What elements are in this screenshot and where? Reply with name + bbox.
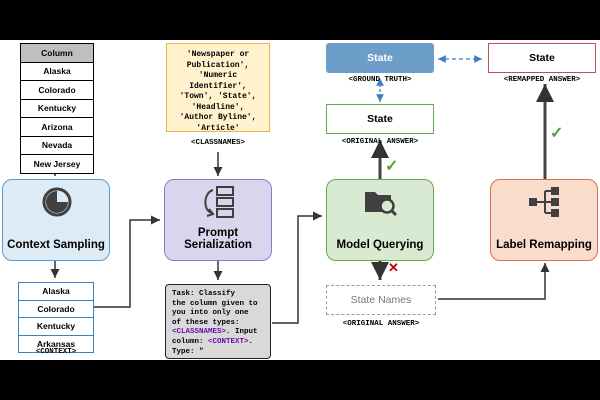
classnames-line: 'Article' xyxy=(196,123,240,133)
cross-mark: ✕ xyxy=(388,260,399,275)
column-table-row: Nevada xyxy=(21,137,93,155)
classnames-line: 'Town', 'State', xyxy=(179,92,257,101)
column-table-row: Colorado xyxy=(21,81,93,100)
original-answer-box: State xyxy=(326,104,434,134)
remapped-answer-caption: <REMAPPED ANSWER> xyxy=(503,76,581,84)
original-answer-caption: <ORIGINAL ANSWER> xyxy=(341,138,419,146)
task-text: Task: Classify the column given to you i… xyxy=(172,290,258,327)
stage-context-sampling: Context Sampling xyxy=(2,179,110,261)
arrow-task-to-model xyxy=(272,211,322,324)
classnames-caption: <CLASSNAMES> xyxy=(190,139,245,147)
list-serialize-icon xyxy=(204,186,234,218)
context-table-row: Arkansas xyxy=(36,338,76,349)
diagram-canvas: Column Alaska Colorado Kentucky Arizona … xyxy=(0,40,600,360)
check-mark: ✓ xyxy=(550,125,564,142)
classnames-line: 'Author Byline', xyxy=(179,113,257,122)
classnames-box: 'Newspaper or Publication', 'Numeric Ide… xyxy=(166,43,270,133)
column-table-row: New Jersey xyxy=(33,158,81,169)
hierarchy-icon xyxy=(529,187,559,217)
check-mark: ✓ xyxy=(385,158,399,175)
context-table-row: Colorado xyxy=(19,301,93,318)
task-text: . Type: " xyxy=(172,337,254,356)
column-table-header: Column xyxy=(21,44,93,63)
classnames-line: 'Headline', xyxy=(191,102,245,112)
connectors xyxy=(50,55,554,324)
classnames-line: Identifier', xyxy=(189,81,247,91)
column-table-row: Kentucky xyxy=(21,100,93,118)
context-table: Alaska Colorado Kentucky Arkansas xyxy=(18,282,94,353)
classnames-token: <CLASSNAMES> xyxy=(172,328,227,337)
context-token: <CONTEXT> xyxy=(208,337,249,346)
arrow-context-to-prompt xyxy=(94,215,160,308)
context-table-row: Alaska xyxy=(19,283,93,301)
state-names-box: State Names xyxy=(326,285,436,315)
column-table: Column Alaska Colorado Kentucky Arizona … xyxy=(20,43,94,174)
task-prompt-box: Task: Classify the column given to you i… xyxy=(165,284,271,359)
arrow-state-names-to-remapping xyxy=(438,263,550,300)
classnames-line: 'Numeric xyxy=(198,71,238,80)
folder-search-icon xyxy=(365,192,398,217)
classnames-line: Publication', xyxy=(186,60,250,70)
context-table-row: Kentucky xyxy=(19,318,93,336)
ground-truth-caption: <GROUND TRUTH> xyxy=(348,76,412,84)
stage-label: Prompt Serialization xyxy=(184,227,252,251)
remapped-answer-box: State xyxy=(488,43,596,73)
state-names-caption: <ORIGINAL ANSWER> xyxy=(342,320,420,328)
stage-model-querying: Model Querying xyxy=(326,179,434,261)
stage-label-remapping: Label Remapping xyxy=(490,179,598,261)
stage-label: Model Querying xyxy=(336,239,424,251)
stage-label: Context Sampling xyxy=(7,239,105,251)
task-text: . Input column: xyxy=(172,328,258,346)
stage-prompt-serialization: Prompt Serialization xyxy=(164,179,272,261)
context-caption: <CONTEXT> xyxy=(35,348,77,356)
classnames-line: 'Newspaper or xyxy=(186,50,250,59)
stage-label: Label Remapping xyxy=(496,239,592,251)
ground-truth-box: State xyxy=(326,43,434,73)
pie-chart-icon xyxy=(42,187,72,217)
column-table-row: Arizona xyxy=(21,118,93,137)
column-table-row: Alaska xyxy=(21,63,93,81)
